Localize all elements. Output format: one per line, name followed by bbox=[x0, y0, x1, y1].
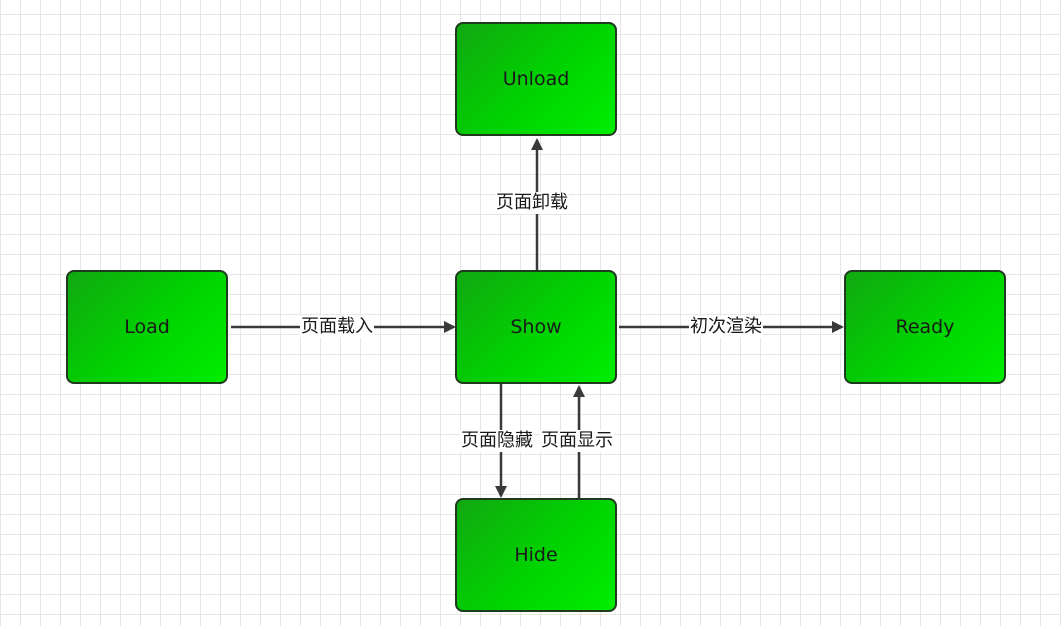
node-show: Show bbox=[455, 270, 617, 384]
node-ready: Ready bbox=[844, 270, 1006, 384]
edge-label-page-hide: 页面隐藏 bbox=[460, 430, 534, 452]
edge-label-page-load: 页面载入 bbox=[300, 316, 374, 338]
node-unload-label: Unload bbox=[502, 68, 570, 90]
node-show-label: Show bbox=[510, 316, 562, 338]
edge-label-first-render: 初次渲染 bbox=[689, 316, 763, 338]
node-unload: Unload bbox=[455, 22, 617, 136]
node-load: Load bbox=[66, 270, 228, 384]
node-hide-label: Hide bbox=[514, 544, 558, 566]
edge-label-page-show: 页面显示 bbox=[540, 430, 614, 452]
node-load-label: Load bbox=[124, 316, 170, 338]
node-hide: Hide bbox=[455, 498, 617, 612]
edge-label-page-unload: 页面卸载 bbox=[495, 192, 569, 214]
node-ready-label: Ready bbox=[895, 316, 955, 338]
